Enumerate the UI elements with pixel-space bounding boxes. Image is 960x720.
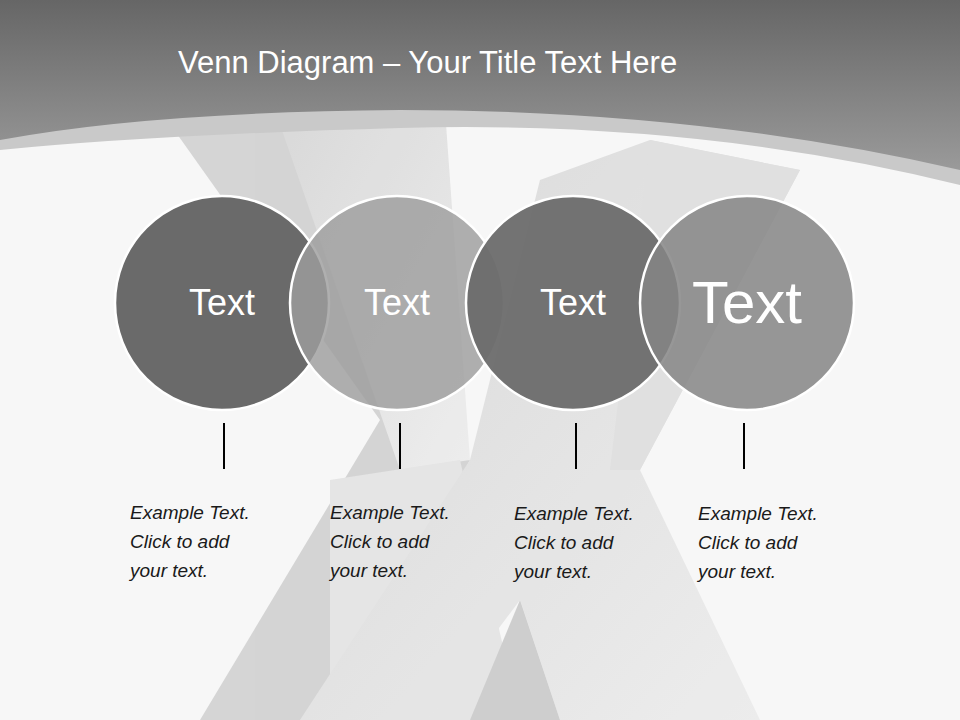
leader-lines bbox=[224, 423, 744, 469]
circle-label: Text bbox=[540, 283, 606, 323]
circle-outline bbox=[640, 196, 854, 410]
slide-title: Venn Diagram – Your Title Text Here bbox=[178, 45, 677, 81]
example-text: Example Text. Click to add your text. bbox=[698, 499, 838, 586]
venn-circle: Text bbox=[639, 195, 855, 411]
example-text: Example Text. Click to add your text. bbox=[130, 498, 270, 585]
circle-label: Text bbox=[692, 270, 802, 336]
header-swoosh bbox=[0, 0, 960, 185]
example-text: Example Text. Click to add your text. bbox=[330, 498, 470, 585]
circle-label: Text bbox=[189, 283, 255, 323]
example-text: Example Text. Click to add your text. bbox=[514, 499, 654, 586]
header-band bbox=[0, 0, 960, 170]
circle-label: Text bbox=[364, 283, 430, 323]
